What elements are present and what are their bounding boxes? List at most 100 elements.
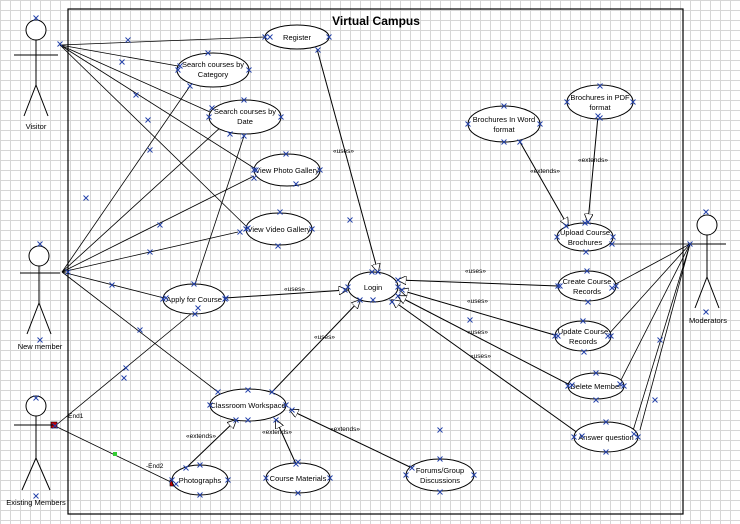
- actor-new-member[interactable]: New member: [18, 245, 63, 351]
- diagram-title: Virtual Campus: [332, 14, 420, 28]
- selection-handle-x: [593, 370, 599, 376]
- use-case-delete-member[interactable]: Delete Member: [567, 372, 625, 400]
- selection-handle-x: [289, 407, 295, 413]
- selection-handle-x: [409, 465, 415, 471]
- selection-handle-x: [593, 397, 599, 403]
- selection-handle-x: [537, 121, 543, 127]
- use-case-photographs[interactable]: Photographs: [171, 464, 229, 496]
- system-boundary: [67, 8, 684, 515]
- use-case-create-records[interactable]: Create Course Records: [557, 270, 617, 302]
- selection-handle-x: [109, 282, 115, 288]
- selection-handle-x: [37, 337, 43, 343]
- use-case-course-materials[interactable]: Course Materials: [265, 462, 331, 494]
- selection-handle-x: [157, 222, 163, 228]
- svg-text:Category: Category: [198, 70, 229, 79]
- svg-text:«uses»: «uses»: [467, 329, 488, 336]
- selection-handle-x: [169, 477, 175, 483]
- use-case-search-date[interactable]: Search courses by Date: [208, 99, 282, 135]
- selection-handle-x: [631, 431, 637, 437]
- selection-handle-x: [652, 397, 658, 403]
- use-case-search-category[interactable]: Search courses by Category: [176, 52, 250, 88]
- actor-visitor[interactable]: Visitor: [14, 19, 58, 131]
- selection-handle-x: [263, 475, 269, 481]
- svg-text:«uses»: «uses»: [284, 286, 305, 293]
- svg-text:Classroom Workspace: Classroom Workspace: [210, 401, 285, 410]
- selection-handle-x: [370, 297, 376, 303]
- selection-handle-x: [187, 83, 193, 89]
- selection-handle-x: [241, 133, 247, 139]
- svg-text:Date: Date: [237, 117, 253, 126]
- selection-handle-x: [295, 490, 301, 496]
- midpoint-marker: [113, 452, 117, 456]
- selection-handle-x: [243, 226, 249, 232]
- selection-handle-x: [278, 114, 284, 120]
- selection-handle-x: [597, 115, 603, 121]
- selection-handle-x: [251, 175, 257, 181]
- svg-text:Search courses by: Search courses by: [214, 107, 276, 116]
- use-case-apply-for-course[interactable]: Apply for Course: [162, 283, 226, 315]
- selection-handle-x: [501, 139, 507, 145]
- svg-text:«extends»: «extends»: [578, 157, 608, 164]
- svg-text:Photographs: Photographs: [179, 476, 222, 485]
- selection-handle-x: [277, 209, 283, 215]
- svg-text:Brochures In Word: Brochures In Word: [473, 115, 535, 124]
- use-case-register[interactable]: Register: [264, 24, 330, 50]
- selection-handle-x: [471, 472, 477, 478]
- svg-text:format: format: [589, 103, 611, 112]
- svg-text:«extends»: «extends»: [186, 433, 216, 440]
- use-case-update-records[interactable]: Update Course Records: [554, 320, 612, 352]
- selection-handle-x: [121, 375, 127, 381]
- selection-handle-x: [37, 241, 43, 247]
- selection-handle-x: [177, 63, 183, 69]
- selection-handle-x: [555, 283, 561, 289]
- svg-text:Brochures: Brochures: [568, 238, 602, 247]
- selection-handle-x: [315, 47, 321, 53]
- actor-existing-members[interactable]: Existing Members: [6, 395, 66, 507]
- selection-handle-x: [552, 333, 558, 339]
- selection-handle-x: [564, 99, 570, 105]
- selection-handle-x: [197, 492, 203, 498]
- svg-text:View Video Gallery: View Video Gallery: [247, 225, 310, 234]
- selection-handle-x: [635, 434, 641, 440]
- selection-handles: [33, 15, 709, 499]
- selection-handle-x: [687, 241, 693, 247]
- use-case-view-photo-gallery[interactable]: View Photo Gallery: [253, 153, 321, 187]
- actor-moderators[interactable]: Moderators: [688, 214, 727, 325]
- selection-handle-x: [227, 131, 233, 137]
- selection-handle-x: [163, 295, 169, 301]
- selection-handle-x: [175, 67, 181, 73]
- use-case-classroom-workspace[interactable]: Classroom Workspace: [209, 388, 287, 422]
- selection-handle-x: [283, 151, 289, 157]
- selection-handle-x: [579, 433, 585, 439]
- use-case-login[interactable]: Login: [347, 271, 399, 303]
- selection-handle-x: [554, 234, 560, 240]
- selection-handle-x: [703, 309, 709, 315]
- selection-handle-x: [584, 268, 590, 274]
- selection-handle-x: [465, 121, 471, 127]
- selection-handle-x: [582, 220, 588, 226]
- selection-handle-x: [609, 285, 615, 291]
- selection-handle-x: [123, 365, 129, 371]
- uses-relations: [185, 48, 599, 469]
- selection-handle-x: [133, 92, 139, 98]
- selection-handle-x: [369, 269, 375, 275]
- selection-handle-x: [403, 472, 409, 478]
- svg-text:Create Course: Create Course: [563, 277, 612, 286]
- use-case-forums[interactable]: Forums/Group Discussions: [405, 458, 475, 492]
- use-case-view-video-gallery[interactable]: View Video Gallery: [245, 212, 313, 246]
- selection-handle-x: [437, 427, 443, 433]
- selection-handle-x: [205, 50, 211, 56]
- selection-handle-x: [621, 383, 627, 389]
- selection-handle-x: [317, 167, 323, 173]
- selection-handle-x: [197, 462, 203, 468]
- selection-handle-x: [580, 318, 586, 324]
- selection-handle-x: [347, 217, 353, 223]
- use-case-brochures-word[interactable]: Brochures In Word format: [467, 105, 541, 143]
- selection-handle-x: [160, 296, 166, 302]
- selection-handle-x: [395, 293, 401, 299]
- svg-text:Login: Login: [364, 283, 382, 292]
- selection-handle-x: [585, 299, 591, 305]
- selection-handle-x: [571, 434, 577, 440]
- selection-handle-x: [33, 493, 39, 499]
